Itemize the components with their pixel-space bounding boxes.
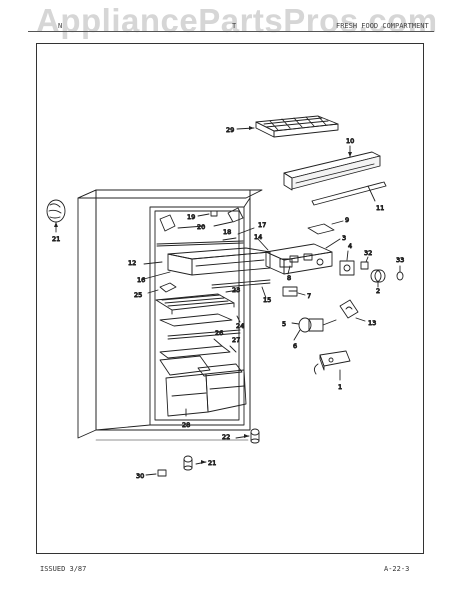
part-label-33: 33 [396,256,404,264]
small-plate-part [307,223,335,235]
page-code: A-22-3 [384,565,410,573]
part-label-28: 28 [182,421,190,429]
part-label-4: 4 [348,242,352,250]
control-housing-part [265,243,333,275]
issued-date: ISSUED 3/87 [40,565,87,573]
cover-strip-part [283,151,381,191]
damper-part [279,258,293,268]
part-label-2: 2 [376,287,380,295]
part-label-7: 7 [307,292,311,300]
part-label-29: 29 [226,126,234,134]
dial-plate-part [339,260,355,276]
ice-tray-part [255,115,339,138]
wire-shelf-part [155,293,235,315]
leader-arrows [54,126,352,464]
part-label-19: 19 [187,213,195,221]
part-label-23: 23 [232,286,240,294]
diagram-frame [36,43,424,554]
light-socket-parts [159,207,244,232]
caster-parts [157,455,193,477]
part-label-18: 18 [223,228,231,236]
part-label-6: 6 [293,342,297,350]
part-label-24: 24 [236,322,244,330]
freezer-compartment-parts [156,227,271,276]
part-label-21: 21 [208,459,216,467]
header-mid-text: T [232,22,237,30]
header-title: FRESH FOOD COMPARTMENT [336,22,429,30]
crisper-drawer-parts [159,345,247,417]
part-label-1: 1 [338,383,342,391]
header-rule [28,31,434,32]
part-label-20: 20 [197,223,205,231]
part-label-22: 22 [222,433,230,441]
header-left-text: N [58,22,63,30]
part-label-13: 13 [368,319,376,327]
knob-parts [360,261,386,283]
glass-shelf-part [159,313,241,340]
part-label-21: 21 [52,235,60,243]
light-cover-part [46,199,66,233]
part-label-9: 9 [345,216,349,224]
part-label-32: 32 [364,249,372,257]
part-label-25: 25 [134,291,142,299]
rod-part [211,279,271,289]
control-box-part [313,350,351,375]
part-label-8: 8 [287,274,291,282]
part-label-5: 5 [282,320,286,328]
part-label-16: 16 [137,276,145,284]
part-label-10: 10 [346,137,354,145]
bulb-part [396,271,404,281]
thin-strip-part [311,181,387,206]
part-label-3: 3 [342,234,346,242]
watermark: AppliancePartsPros.com [36,2,438,39]
mounting-bracket-part [339,299,359,319]
switch-part [282,286,298,297]
leveling-foot-part [250,428,260,444]
part-label-14: 14 [254,233,262,241]
bracket-part [159,282,177,293]
part-label-15: 15 [263,296,271,304]
part-label-11: 11 [376,204,384,212]
part-label-12: 12 [128,259,136,267]
part-label-30: 30 [136,472,144,480]
part-label-26: 26 [215,329,223,337]
part-label-27: 27 [232,336,240,344]
refrigerator-cabinet [77,189,263,439]
thermostat-part [293,317,337,341]
part-label-17: 17 [258,221,266,229]
